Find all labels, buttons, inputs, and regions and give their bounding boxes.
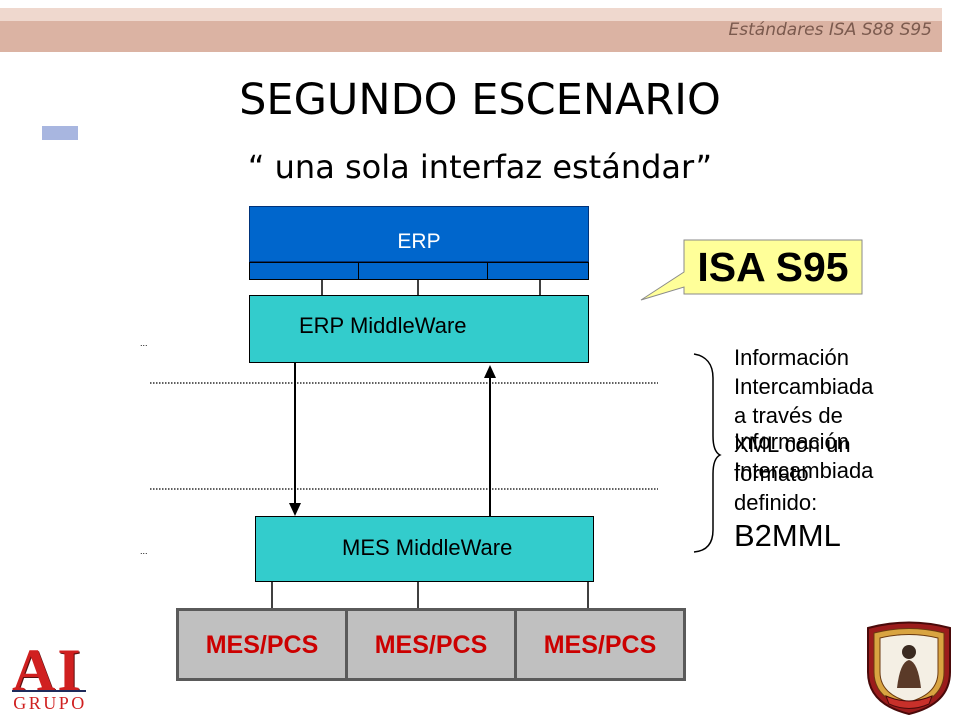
mes-pcs-label: MES/PCS (374, 630, 488, 659)
info-text-block: Información Intercambiada a través de XM… (734, 343, 873, 555)
erp-middleware-box: ERP MiddleWare (249, 295, 589, 363)
ellipsis-upper: ... (140, 338, 148, 348)
mes-pcs-label: MES/PCS (543, 630, 657, 659)
grupo-ai-logo-caption: GRUPO (13, 693, 87, 713)
info-text-overlay: Información Intercambiada (734, 427, 873, 485)
slide-title: SEGUNDO ESCENARIO (239, 75, 721, 125)
university-crest-icon (867, 621, 951, 716)
info-line: Información (734, 345, 849, 370)
mes-middleware-label: MES MiddleWare (342, 535, 513, 560)
mes-pcs-box: MES/PCS (176, 608, 348, 681)
up-arrow-head (484, 365, 496, 378)
erp-middleware-label: ERP MiddleWare (299, 313, 467, 338)
info-line: XML con un (734, 432, 851, 457)
right-brace (693, 353, 722, 553)
crest-figure-body (897, 660, 921, 688)
info-overlay-line: Intercambiada (734, 458, 874, 483)
isa-s95-callout-shape (640, 239, 863, 301)
slide-subtitle: “ una sola interfaz estándar” (247, 148, 713, 186)
mes-pcs-box: MES/PCS (345, 608, 517, 681)
erp-interface-strip (249, 262, 589, 280)
down-arrow-head (289, 503, 301, 516)
mes-pcs-box: MES/PCS (514, 608, 686, 681)
header-label: Estándares ISA S88 S95 (728, 20, 932, 40)
erp-box: ERP (249, 206, 589, 262)
info-line: a través de (734, 403, 843, 428)
crest-figure-head (902, 645, 916, 659)
accent-square (42, 126, 78, 140)
mes-middleware-box: MES MiddleWare (255, 516, 594, 582)
crest-banner (885, 695, 933, 709)
info-overlay-line: Información (734, 429, 849, 454)
info-line: Intercambiada (734, 374, 874, 399)
info-line: definido: (734, 490, 818, 515)
header-bar (0, 8, 942, 52)
erp-label: ERP (397, 230, 441, 253)
isa-s95-callout-label: ISA S95 (697, 244, 849, 290)
logo-rule (12, 690, 86, 692)
info-highlight-b2mml: B2MML (734, 518, 841, 553)
erp-interface-segment (487, 262, 589, 280)
info-line: formato (734, 461, 809, 486)
ellipsis-lower: ... (140, 546, 148, 556)
mes-pcs-label: MES/PCS (205, 630, 319, 659)
